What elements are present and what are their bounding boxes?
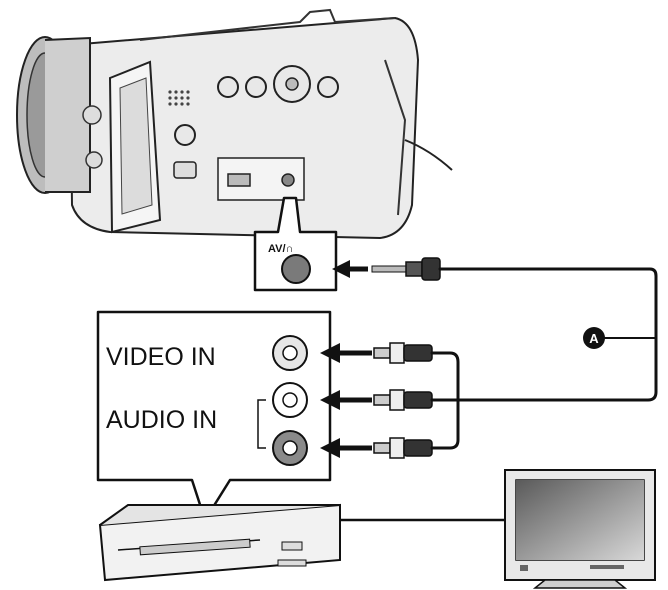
- audio-in-jack-white: [272, 382, 308, 418]
- power-cord: [404, 139, 453, 171]
- recorder-input-callout: VIDEO IN AUDIO IN: [96, 310, 332, 522]
- audio-in-label: AUDIO IN: [106, 406, 217, 434]
- camera-av-jack-callout: AV/∩: [253, 196, 338, 292]
- lens: [16, 36, 91, 194]
- audio-in-jack-red: [272, 430, 308, 466]
- av-mini-plug: [371, 257, 441, 281]
- arrow-to-audio-in-white: [320, 390, 372, 410]
- video-in-jack: [272, 335, 308, 371]
- camera-button: [245, 76, 267, 98]
- arrow-to-audio-in-red: [320, 438, 372, 458]
- arrow-to-video-in: [320, 343, 372, 363]
- av-cable: [430, 267, 658, 450]
- cable-marker-label: A: [589, 331, 599, 346]
- rca-plug-audio-white: [373, 389, 433, 411]
- speaker-grill: [168, 90, 190, 106]
- camera-button: [217, 76, 239, 98]
- rca-plug-video: [373, 342, 433, 364]
- cable-marker-a: A: [583, 327, 656, 349]
- rca-plug-audio-red: [373, 437, 433, 459]
- camcorder: [16, 8, 453, 240]
- av-jack: [281, 254, 311, 284]
- camera-button: [317, 76, 339, 98]
- television: [504, 469, 656, 589]
- arrow-to-av-jack: [332, 260, 368, 278]
- video-in-label: VIDEO IN: [106, 343, 216, 371]
- video-recorder: [98, 503, 341, 582]
- av-jack-label: AV/∩: [268, 243, 293, 255]
